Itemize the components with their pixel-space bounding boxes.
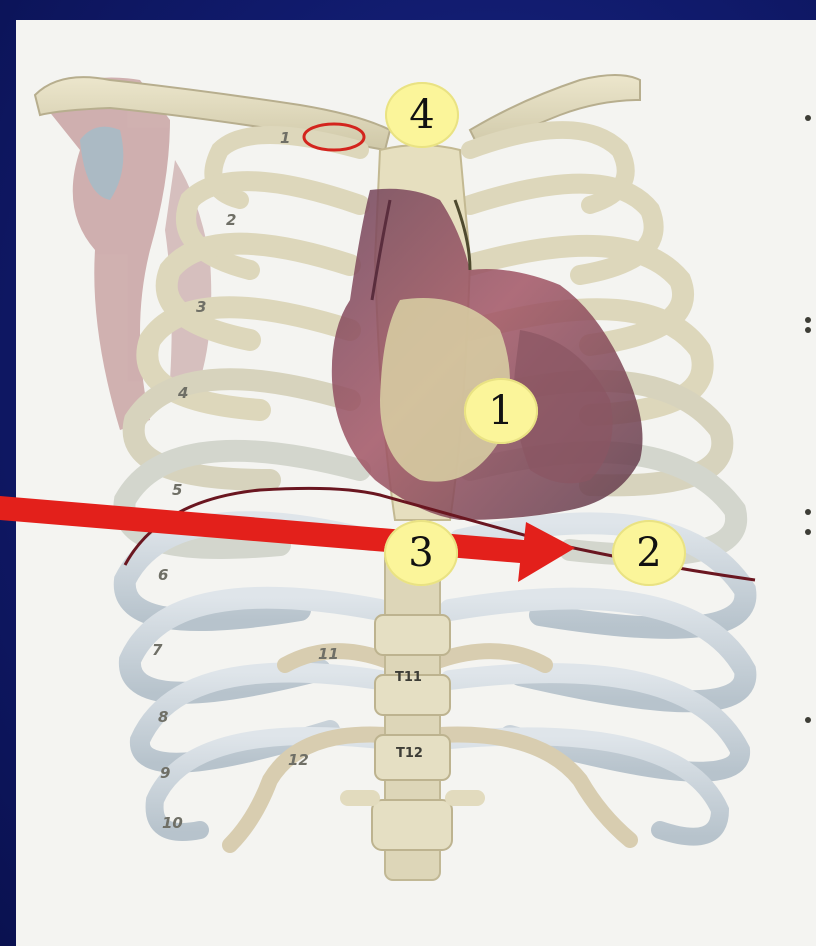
rib-number: 3 xyxy=(196,298,206,316)
ribs-left xyxy=(124,135,380,832)
rib-number: 2 xyxy=(226,211,236,229)
rib-number: 12 xyxy=(288,751,309,769)
rib-number: 1 xyxy=(280,129,290,147)
rib-number: 4 xyxy=(177,384,188,402)
marker-2: 2 xyxy=(612,520,686,586)
rib-number: 8 xyxy=(158,708,168,726)
rib-number: 5 xyxy=(172,481,182,499)
vertebral-column xyxy=(340,540,485,880)
rib-number: 6 xyxy=(158,566,168,584)
marker-4: 4 xyxy=(385,82,459,148)
edge-marks xyxy=(805,115,811,723)
marker-label: 1 xyxy=(488,391,513,431)
rib-number: 7 xyxy=(152,641,163,659)
vertebra-label: T11 xyxy=(395,670,422,685)
marker-3: 3 xyxy=(384,520,458,586)
rib-number: 11 xyxy=(318,645,339,663)
marker-label: 4 xyxy=(409,95,434,135)
marker-1: 1 xyxy=(464,378,538,444)
rib-number: 9 xyxy=(160,764,170,782)
rib-number: 10 xyxy=(162,814,183,832)
marker-label: 3 xyxy=(408,533,433,573)
marker-label: 2 xyxy=(636,533,661,573)
vertebra-label: T12 xyxy=(396,746,423,761)
